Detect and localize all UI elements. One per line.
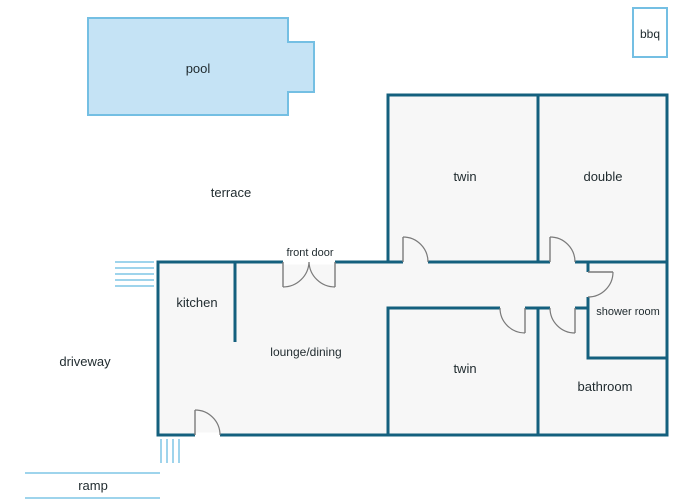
side-steps xyxy=(115,261,154,287)
twin-bottom-label: twin xyxy=(453,361,476,376)
pool-label: pool xyxy=(186,61,211,76)
door-front xyxy=(282,261,336,288)
pool-shape xyxy=(87,17,315,116)
bbq-box xyxy=(632,7,668,58)
bbq-label: bbq xyxy=(640,27,660,41)
terrace-label: terrace xyxy=(211,185,251,200)
bathroom-label: bathroom xyxy=(578,379,633,394)
twin-top-label: twin xyxy=(453,169,476,184)
wall-twin-bottom xyxy=(386,306,538,435)
lounge-dining-label: lounge/dining xyxy=(270,345,341,359)
twin-top-floor xyxy=(388,95,538,262)
door-double xyxy=(549,236,576,263)
door-bathroom xyxy=(549,307,576,334)
door-shower-room xyxy=(587,271,614,298)
lounge-floor xyxy=(158,262,667,435)
kitchen-label: kitchen xyxy=(176,295,217,310)
ramp-label: ramp xyxy=(78,478,108,493)
door-side-entrance xyxy=(194,409,221,436)
shower-room-label: shower room xyxy=(596,306,660,318)
double-label: double xyxy=(583,169,622,184)
driveway-label: driveway xyxy=(59,354,111,369)
door-twin-bottom xyxy=(499,307,526,334)
front-steps xyxy=(160,439,180,463)
ramp-lines xyxy=(25,472,160,499)
double-floor xyxy=(538,95,667,262)
door-twin-top xyxy=(402,236,429,263)
front-door-label: front door xyxy=(286,247,333,259)
